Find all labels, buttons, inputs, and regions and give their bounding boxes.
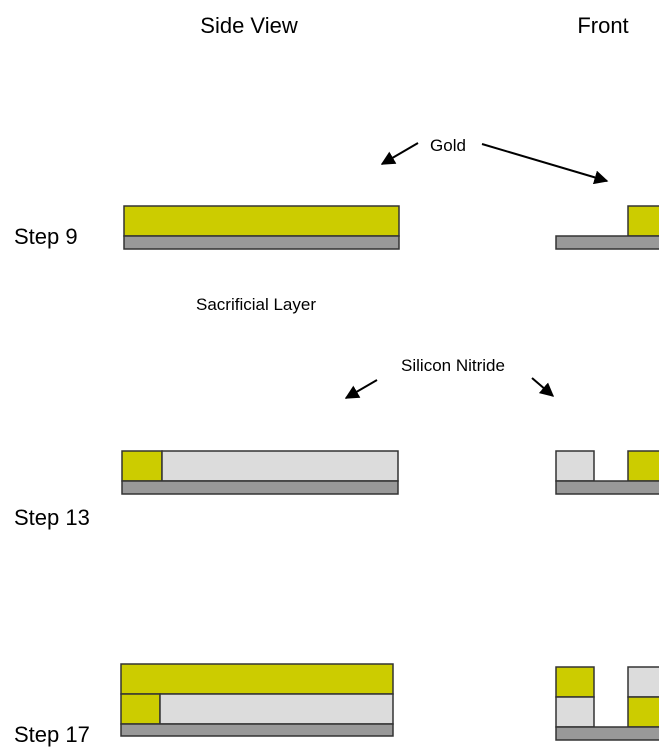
step-13-side-view	[121, 450, 399, 495]
substrate-layer	[555, 480, 659, 495]
gold-arrow-left	[380, 142, 419, 165]
step-13-label: Step 13	[14, 505, 90, 530]
step-17-side-view	[120, 663, 394, 737]
substrate-layer	[555, 235, 659, 250]
silicon-nitride-label: Silicon Nitride	[401, 356, 505, 375]
sacrificial-layer-label: Sacrificial Layer	[196, 295, 316, 314]
substrate-layer	[123, 235, 400, 250]
front-view-header: Front	[577, 13, 628, 38]
gold-layer	[627, 450, 659, 482]
silicon-nitride-arrow-left	[344, 379, 378, 399]
gold-top-layer	[120, 663, 394, 695]
silicon-nitride-block	[555, 696, 595, 728]
step-9-label: Step 9	[14, 224, 78, 249]
step-9-front-view	[555, 205, 659, 250]
side-view-header: Side View	[200, 13, 298, 38]
substrate-layer	[121, 480, 399, 495]
silicon-nitride-block-right	[627, 666, 659, 698]
step-9-side-view	[123, 205, 400, 250]
gold-layer	[627, 205, 659, 237]
sacrificial-layer	[161, 450, 399, 482]
silicon-nitride-arrow-right	[531, 377, 555, 397]
gold-layer	[627, 696, 659, 728]
gold-arrow-right	[481, 143, 609, 185]
gold-layer	[120, 693, 161, 725]
sacrificial-layer	[159, 693, 394, 725]
gold-label: Gold	[430, 136, 466, 155]
gold-layer	[123, 205, 400, 237]
step-13-front-view	[555, 450, 659, 495]
gold-layer	[121, 450, 163, 482]
substrate-layer	[555, 726, 659, 741]
step-17-label: Step 17	[14, 722, 90, 747]
silicon-nitride-block	[555, 450, 595, 482]
step-17-front-view	[555, 666, 659, 741]
substrate-layer	[120, 723, 394, 737]
gold-top-block	[555, 666, 595, 698]
